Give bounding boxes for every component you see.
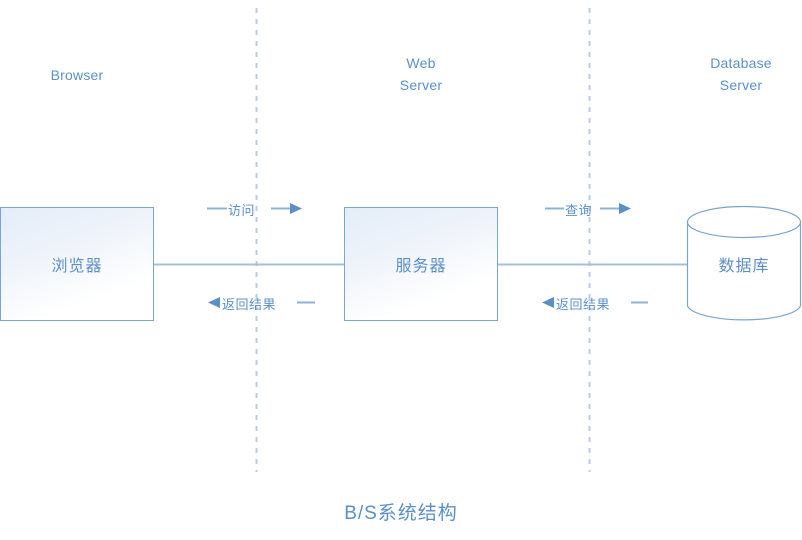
zone-label-database-server: Database Server	[710, 55, 772, 93]
node-browser-label: 浏览器	[51, 258, 103, 275]
arrow-return2-head-icon	[542, 297, 554, 308]
edge-label-access: 访问	[228, 203, 256, 218]
arrow-access-head-icon	[290, 203, 302, 214]
node-database[interactable]: 数据库	[687, 206, 801, 322]
edge-label-query: 查询	[565, 203, 593, 218]
edge-label-return-result-server: 返回结果	[556, 297, 611, 312]
zone-label-browser: Browser	[50, 67, 104, 83]
node-server-label: 服务器	[395, 258, 447, 275]
node-database-label: 数据库	[718, 258, 770, 275]
edge-label-return-result-browser: 返回结果	[222, 297, 277, 312]
node-browser[interactable]: 浏览器	[0, 207, 154, 321]
node-server[interactable]: 服务器	[344, 207, 498, 321]
zone-label-web-server: Web Server	[399, 55, 443, 93]
arrow-query-head-icon	[619, 203, 631, 214]
arrow-return1-head-icon	[208, 297, 220, 308]
diagram-title: B/S系统结构	[344, 503, 458, 524]
